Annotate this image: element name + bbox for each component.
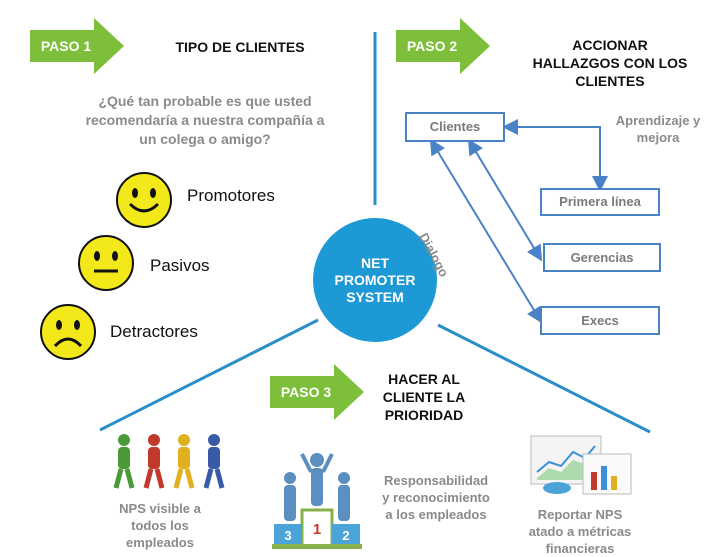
step2-title: ACCIONAR HALLAZGOS CON LOS CLIENTES xyxy=(532,37,688,89)
step1-label: PASO 1 xyxy=(40,38,92,54)
step2-label: PASO 2 xyxy=(406,38,458,54)
step1-question: ¿Qué tan probable es que usted recomenda… xyxy=(85,93,325,147)
step1-title: TIPO DE CLIENTES xyxy=(175,39,305,55)
neutral-face-icon xyxy=(78,235,134,291)
svg-text:2: 2 xyxy=(342,528,349,543)
step1-arrow: PASO 1 xyxy=(30,18,124,74)
svg-text:3: 3 xyxy=(284,528,291,543)
podium-icon: 3 1 2 xyxy=(272,453,362,549)
svg-text:1: 1 xyxy=(313,521,321,538)
sad-face-icon xyxy=(40,304,96,360)
box-clientes: Clientes xyxy=(405,112,505,142)
financial-report-icon xyxy=(530,435,632,495)
item-reportar-nps: Reportar NPS atado a métricas financiera… xyxy=(528,507,632,556)
step3-label: PASO 3 xyxy=(280,384,332,400)
box-execs: Execs xyxy=(540,306,660,335)
happy-face-icon xyxy=(116,172,172,228)
learning-label: Aprendizaje y mejora xyxy=(615,113,701,145)
box-gerencias: Gerencias xyxy=(543,243,661,272)
step3-title: HACER AL CLIENTE LA PRIORIDAD xyxy=(382,371,466,423)
category-promotores: Promotores xyxy=(187,186,275,205)
box-primera-linea: Primera línea xyxy=(540,188,660,216)
category-detractores: Detractores xyxy=(110,322,198,341)
net-promoter-hub: NET PROMOTER SYSTEM xyxy=(313,218,437,342)
item-nps-visible: NPS visible a todos los empleados xyxy=(119,501,201,550)
category-pasivos: Pasivos xyxy=(150,256,210,275)
employees-walking-icon xyxy=(113,434,225,489)
step3-arrow: PASO 3 xyxy=(270,364,364,420)
item-responsabilidad: Responsabilidad y reconocimiento a los e… xyxy=(382,473,490,522)
step2-arrow: PASO 2 xyxy=(396,18,490,74)
